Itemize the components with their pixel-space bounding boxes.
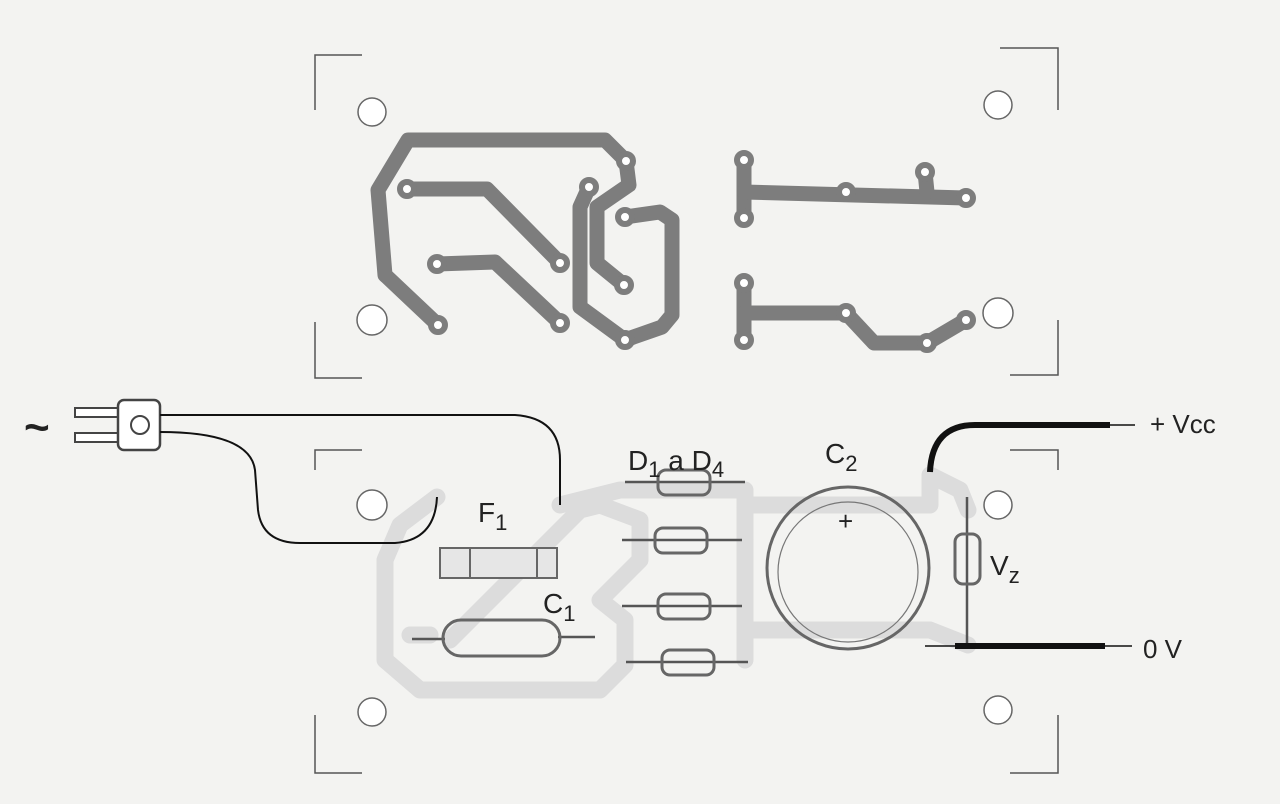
diode [622,592,742,621]
zener-diode [953,497,982,648]
c1-label: C1 [543,588,575,626]
diode [625,468,745,497]
c2-label: C2 [825,438,857,476]
c2-polarity-label: + [838,506,853,536]
zener-label: Vz [990,550,1020,588]
mains-wires [159,414,561,544]
fuse-label: F1 [478,497,507,535]
board-corner-marks [314,47,1059,774]
copper-traces [370,132,976,353]
component-side-traces [376,466,977,699]
mounting-holes [356,90,1014,727]
vcc-label: + Vcc [1150,409,1216,439]
fuse-f1 [439,547,558,579]
ac-plug [74,398,162,452]
vcc-wire [927,422,1135,473]
ground-label: 0 V [1143,634,1183,664]
diode [626,648,748,677]
ac-symbol-label: ~ [24,403,50,452]
capacitor-c1 [412,618,595,658]
diodes-label: D1 a D4 [628,445,724,482]
diodes-d1-d4 [622,468,748,677]
diode [622,526,742,555]
capacitor-c2 [765,485,931,651]
solder-pads [397,150,976,353]
